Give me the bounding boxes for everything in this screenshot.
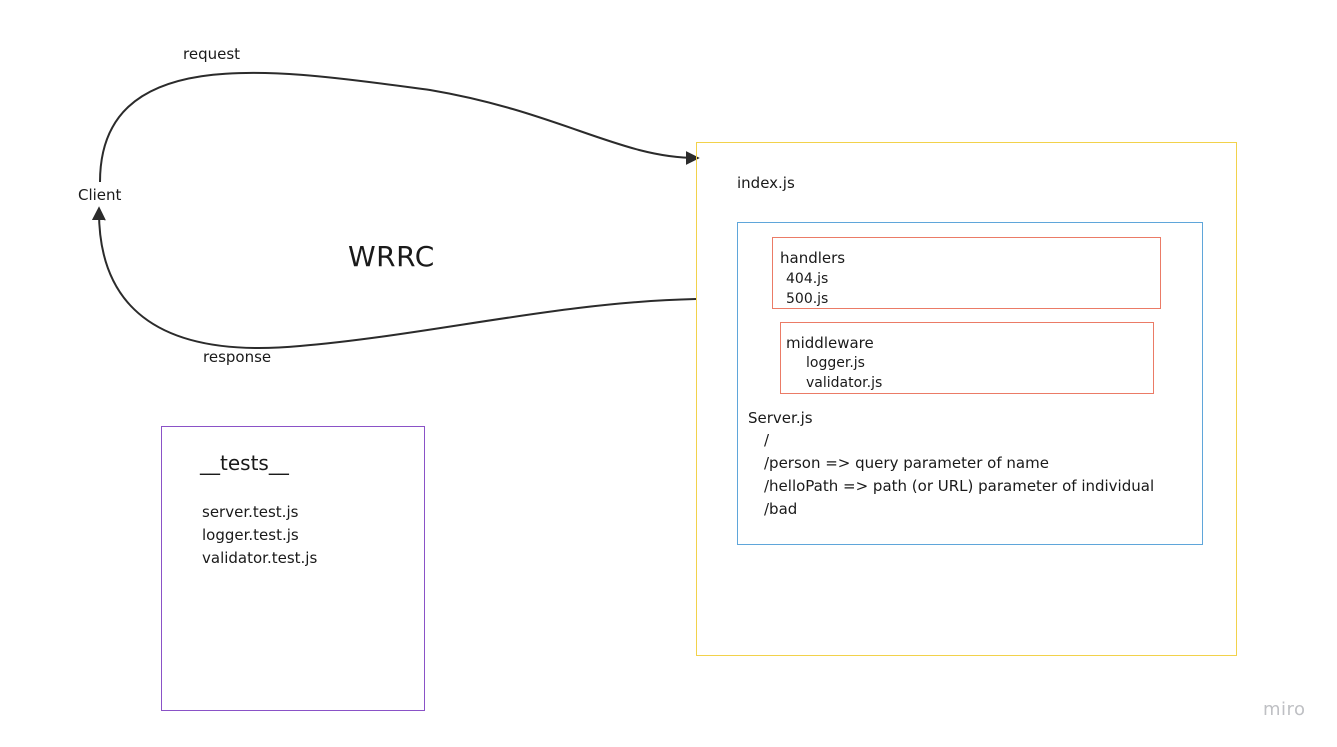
- handlers-file-list: 404.js 500.js: [786, 269, 828, 309]
- server-title: Server.js: [748, 409, 813, 427]
- route-item: /person => query parameter of name: [764, 454, 1049, 472]
- index-box[interactable]: index.js: [696, 142, 1237, 656]
- server-route-list: / /person => query parameter of name /he…: [764, 429, 1154, 521]
- list-item: server.test.js: [202, 503, 299, 521]
- tests-file-list: server.test.js logger.test.js validator.…: [202, 501, 317, 570]
- index-title: index.js: [737, 174, 795, 192]
- request-arrow: [99, 71, 700, 183]
- miro-watermark: miro: [1263, 699, 1306, 720]
- response-arrow: [91, 206, 697, 349]
- list-item: validator.js: [806, 375, 883, 391]
- tests-title: __tests__: [200, 451, 289, 475]
- middleware-file-list: logger.js validator.js: [806, 353, 882, 393]
- diagram-title: WRRC: [348, 240, 435, 273]
- handlers-box[interactable]: handlers 404.js 500.js: [772, 237, 1161, 309]
- request-label: request: [183, 45, 241, 63]
- handlers-title: handlers: [780, 249, 846, 267]
- list-item: 404.js: [786, 271, 829, 287]
- route-item: /helloPath => path (or URL) parameter of…: [764, 477, 1155, 495]
- server-box[interactable]: Server.js / /person => query parameter o…: [737, 222, 1203, 545]
- list-item: logger.js: [806, 355, 865, 371]
- client-label: Client: [78, 186, 122, 204]
- route-item: /: [764, 431, 770, 449]
- list-item: logger.test.js: [202, 526, 299, 544]
- route-item: /bad: [764, 500, 798, 518]
- list-item: 500.js: [786, 291, 829, 307]
- tests-box[interactable]: __tests__ server.test.js logger.test.js …: [161, 426, 425, 711]
- middleware-title: middleware: [786, 334, 874, 352]
- middleware-box[interactable]: middleware logger.js validator.js: [780, 322, 1154, 394]
- response-label: response: [203, 348, 272, 366]
- list-item: validator.test.js: [202, 549, 318, 567]
